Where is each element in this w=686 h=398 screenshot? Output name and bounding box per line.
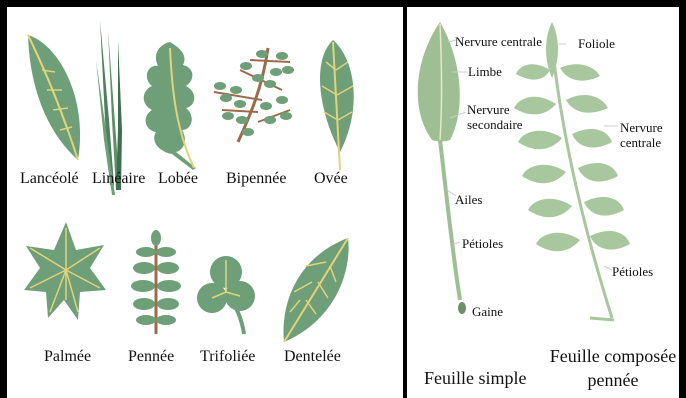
simple-leaf-caption: Feuille simple <box>424 368 527 389</box>
linear-leaf-icon <box>96 20 122 195</box>
compound-leaf-caption-line1: Feuille composée <box>548 346 678 367</box>
serrate-leaf-icon <box>284 238 349 342</box>
label-linear: Linéaire <box>92 170 145 188</box>
label-serrate: Dentelée <box>284 348 341 366</box>
simple-part-gaine: Gaine <box>472 304 503 319</box>
label-pinnate: Pennée <box>128 348 174 366</box>
label-lobed: Lobée <box>158 170 198 188</box>
compound-part-nervure-centrale: Nervure centrale <box>620 120 672 150</box>
simple-part-petioles: Pétioles <box>462 236 503 251</box>
label-bipinnate: Bipennée <box>226 170 286 188</box>
compound-part-foliole: Foliole <box>578 36 615 51</box>
ovate-leaf-icon <box>320 40 354 170</box>
palmate-leaf-icon <box>24 222 106 320</box>
label-trifoliate: Trifoliée <box>200 348 255 366</box>
simple-part-limbe: Limbe <box>468 64 502 79</box>
label-palmate: Palmée <box>44 348 91 366</box>
trifoliate-leaf-icon <box>197 256 255 334</box>
label-lanceolate: Lancéolé <box>20 170 79 188</box>
pinnate-leaf-icon <box>131 230 181 334</box>
label-ovate: Ovée <box>314 170 348 188</box>
bipinnate-leaf-icon <box>214 48 294 142</box>
lanceolate-leaf-icon <box>28 35 80 160</box>
simple-part-ailes: Ailes <box>455 192 482 207</box>
compound-part-petioles: Pétioles <box>612 264 653 279</box>
simple-part-nervure-centrale: Nervure centrale <box>455 34 542 49</box>
compound-leaf-caption-line2: pennée <box>548 370 678 391</box>
simple-part-nervure-secondaire: Nervure secondaire <box>467 102 525 132</box>
lobed-leaf-icon <box>144 42 196 170</box>
simple-leaf-diagram <box>418 22 468 314</box>
